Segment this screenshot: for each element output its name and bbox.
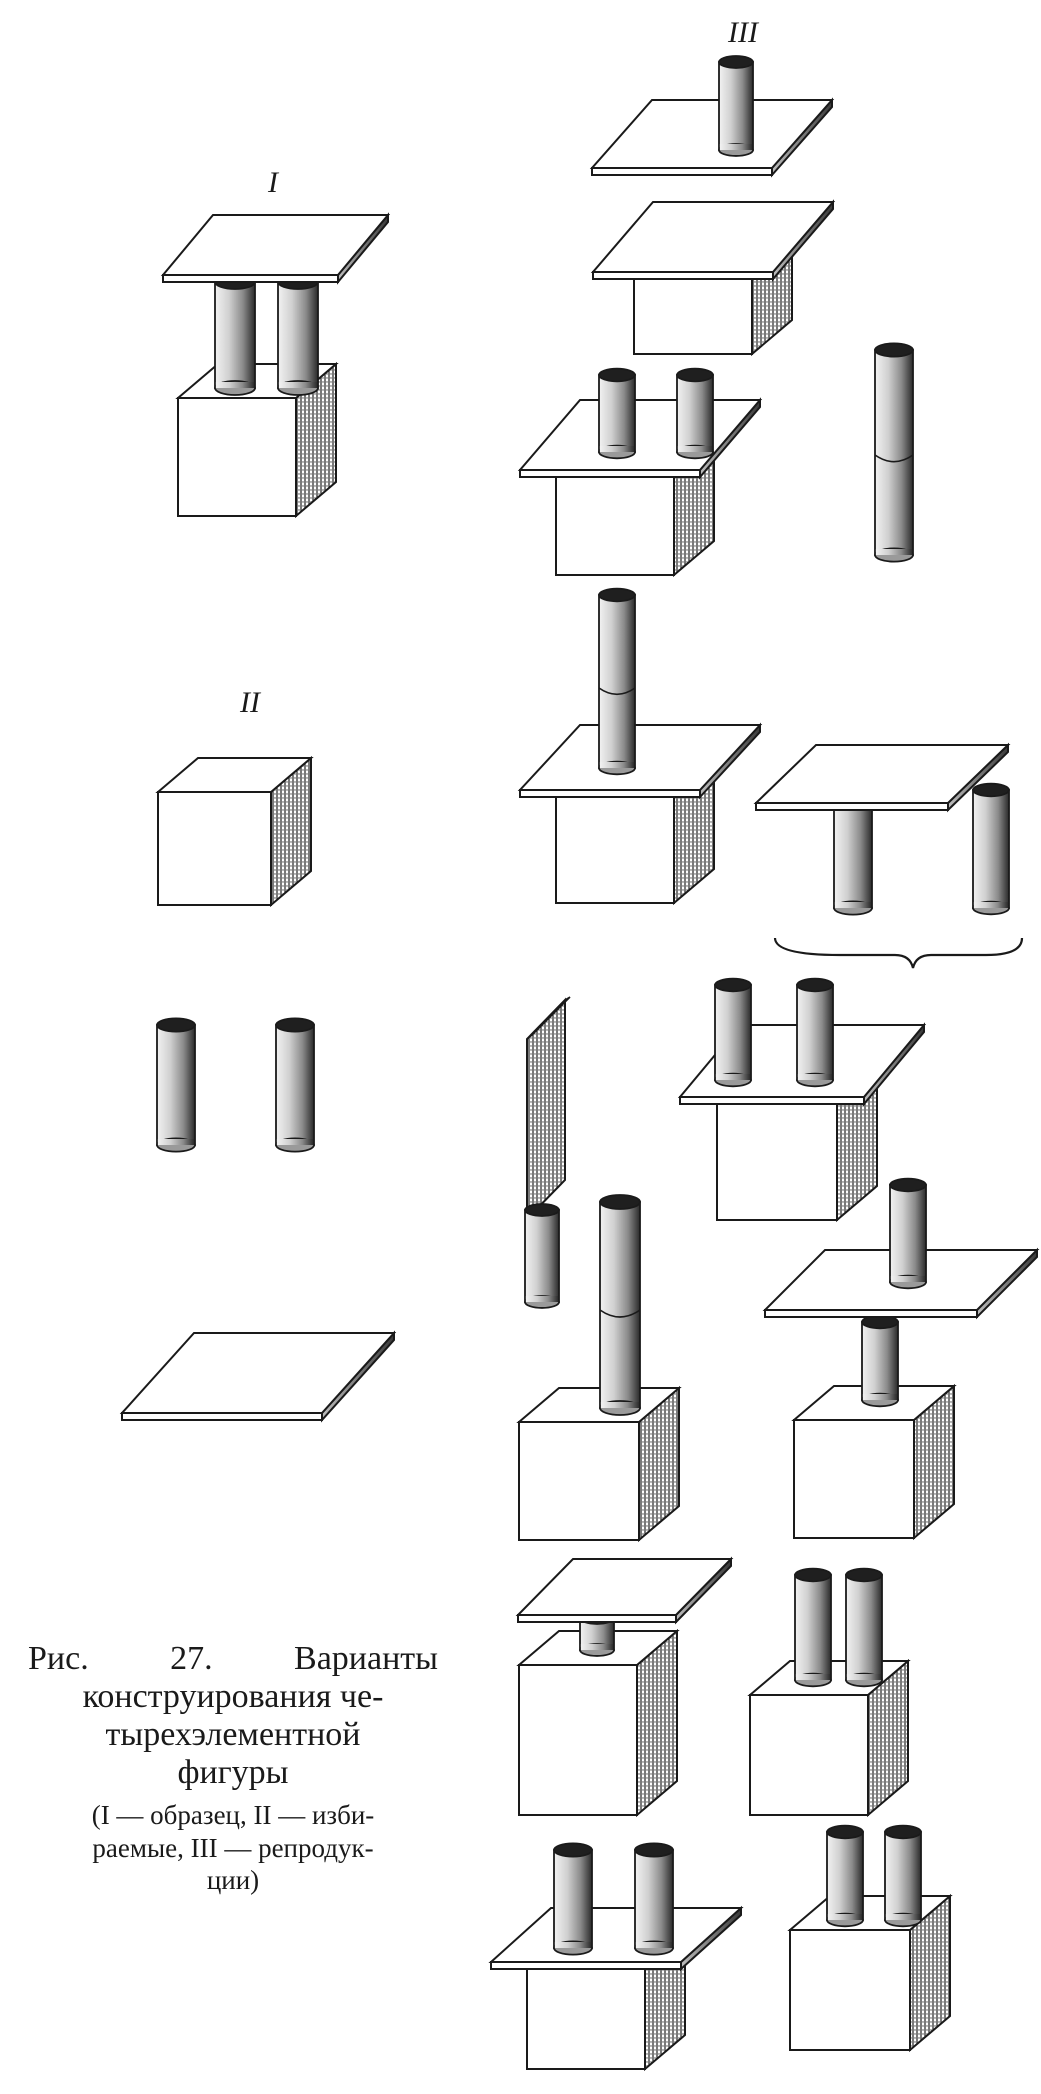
loose-tall-cylinder — [874, 342, 914, 563]
figure-caption: Рис. 27. Варианты конструирования че- ты… — [28, 1640, 438, 1895]
repro-6 — [677, 977, 927, 1223]
label-selected: II — [239, 686, 262, 719]
legend-line-1: (I — образец, II — изби- — [91, 1800, 375, 1831]
legend-line-2: раемые, III — репродук- — [92, 1832, 374, 1863]
repro-5-loose-cylinder — [972, 782, 1010, 916]
repro-10 — [515, 1556, 734, 1818]
caption-line-1: Рис. 27. Варианты — [28, 1640, 438, 1677]
repro-3 — [517, 367, 763, 578]
repro-2 — [590, 199, 836, 357]
sample-figure — [160, 212, 391, 519]
selected-plank — [119, 1330, 397, 1423]
selected-cylinder-left — [156, 1017, 196, 1153]
label-reproductions: III — [727, 16, 760, 49]
caption-line-3: тырехэлементной — [105, 1716, 361, 1754]
label-sample: I — [267, 166, 280, 199]
caption-line-2: конструирования че- — [82, 1678, 384, 1716]
repro-11 — [747, 1567, 911, 1818]
grouping-brace — [773, 937, 1024, 969]
legend-line-3: ции) — [206, 1864, 260, 1895]
shapes-layer — [119, 55, 1040, 2072]
repro-12 — [488, 1842, 744, 2072]
repro-13 — [787, 1824, 953, 2053]
repro-4 — [517, 587, 763, 906]
caption-line-4: фигуры — [177, 1754, 289, 1792]
selected-cube — [155, 755, 314, 908]
repro-7-strip — [524, 996, 571, 1309]
repro-9 — [762, 1177, 1040, 1541]
repro-1 — [589, 55, 835, 178]
repro-8 — [516, 1194, 682, 1543]
selected-cylinder-right — [275, 1017, 315, 1153]
repro-5-plank-post — [753, 742, 1011, 916]
